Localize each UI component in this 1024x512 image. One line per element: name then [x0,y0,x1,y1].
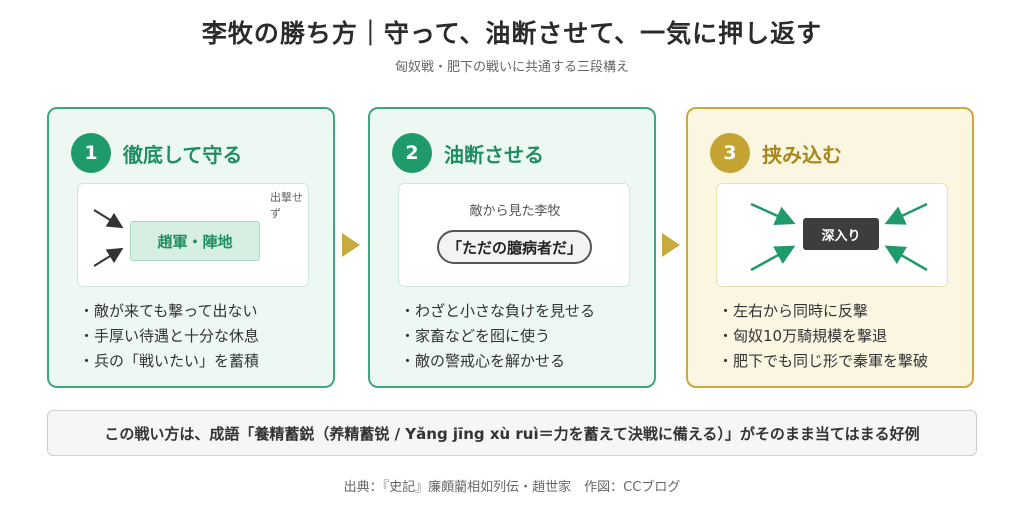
page-title: 李牧の勝ち方｜守って、油断させて、一気に押し返す [201,19,823,48]
incoming-arrows-icon [93,209,124,267]
step-card-lull: 2 油断させる 敵から見た李牧 「ただの臆病者だ」 わざと小さな負けを見せる 家… [368,107,656,388]
page-subtitle: 匈奴戦・肥下の戦いに共通する三段構え [394,60,629,75]
zhao-army-camp: 趙軍・陣地 [130,221,260,261]
step-title: 挟み込む [762,143,842,167]
pincer-illustration: 深入り [716,183,948,287]
step-bullets: 敵が来ても撃って出ない 手厚い待遇と十分な休息 兵の「戦いたい」を蓄積 [79,299,259,374]
idiom-note: この戦い方は、成語「養精蓄鋭（养精蓄锐 / Yǎng jīng xù ruì＝力… [47,410,977,456]
step-bullets: 左右から同時に反撃 匈奴10万騎規模を撃退 肥下でも同じ形で秦軍を撃破 [718,299,928,374]
pincer-arrows-icon [750,202,928,272]
flow-arrow-icon [342,233,360,257]
step-card-pincer: 3 挟み込む 深入り 左右から同時に反撃 匈奴10万騎規模を撃退 肥下でも同じ形… [686,107,974,388]
flow-arrow-icon [662,233,680,257]
bullet-item: わざと小さな負けを見せる [400,299,595,324]
enemy-view-caption: 敵から見た李牧 [469,204,561,219]
step-bullets: わざと小さな負けを見せる 家畜などを囮に使う 敵の警戒心を解かせる [400,299,595,374]
bullet-item: 兵の「戦いたい」を蓄積 [79,349,259,374]
speech-bubble: 「ただの臆病者だ」 [437,230,592,264]
source-credit: 出典：『史記』廉頗藺相如列伝・趙世家 作図：CCブログ [343,480,681,495]
bullet-item: 左右から同時に反撃 [718,299,928,324]
bullet-item: 手厚い待遇と十分な休息 [79,324,259,349]
step-title: 油断させる [444,143,544,167]
step-number-badge: 1 [71,133,111,173]
bullet-item: 敵の警戒心を解かせる [400,349,595,374]
no-sortie-label: 出撃せず [270,191,303,220]
step-title: 徹底して守る [123,143,243,167]
step-number-badge: 2 [392,133,432,173]
bullet-item: 敵が来ても撃って出ない [79,299,259,324]
step-number-badge: 3 [710,133,750,173]
bullet-item: 家畜などを囮に使う [400,324,595,349]
defend-illustration: 趙軍・陣地 出撃せず [77,183,309,287]
bullet-item: 肥下でも同じ形で秦軍を撃破 [718,349,928,374]
step-card-defend: 1 徹底して守る 趙軍・陣地 出撃せず 敵が来ても撃って出ない 手厚い待遇と十分… [47,107,335,388]
lull-illustration: 敵から見た李牧 「ただの臆病者だ」 [398,183,630,287]
deep-penetration-box: 深入り [803,218,879,250]
bullet-item: 匈奴10万騎規模を撃退 [718,324,928,349]
